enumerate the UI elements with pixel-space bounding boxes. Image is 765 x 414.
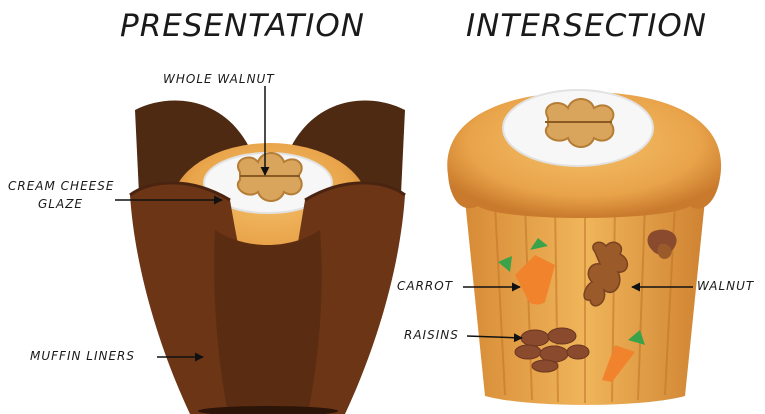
whole-walnut-label: WHOLE WALNUT: [163, 71, 275, 88]
whole-walnut-left: [238, 153, 302, 201]
muffin-liners-label: MUFFIN LINERS: [30, 348, 135, 365]
cream-cheese-glaze-label-line2: GLAZE: [38, 196, 83, 213]
cream-cheese-glaze-label-line1: CREAM CHEESE: [8, 178, 114, 195]
liner-front-center: [214, 230, 321, 414]
intersection-muffin: [447, 90, 721, 405]
presentation-muffin: [130, 101, 405, 414]
raisins-label: RAISINS: [404, 327, 459, 344]
carrot-label: CARROT: [397, 278, 453, 295]
walnut-label: WALNUT: [697, 278, 754, 295]
whole-walnut-right: [545, 99, 613, 147]
